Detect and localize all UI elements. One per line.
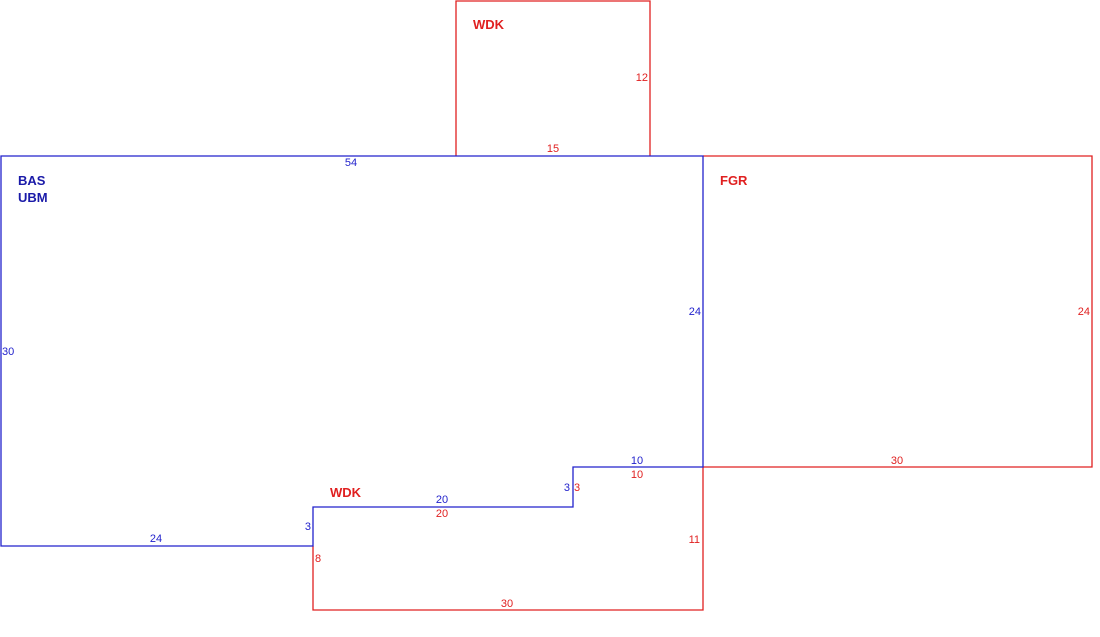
dim-wdk-bottom-bottom: 30 (501, 598, 513, 610)
dim-wdk-bottom-right: 11 (689, 534, 700, 546)
dim-bas-top: 54 (345, 157, 357, 169)
dim-bas-step-lower: 3 (305, 521, 311, 533)
dim-bas-left: 30 (2, 346, 14, 358)
bas-outline (0, 155, 704, 547)
wdk-top-outline (455, 0, 651, 156)
dim-fgr-right: 24 (1078, 306, 1090, 318)
dim-bas-step-middle: 20 (436, 494, 448, 506)
dim-wdk-top-bottom: 15 (547, 143, 559, 155)
bas-label: BAS (18, 173, 46, 188)
dim-bas-right: 24 (689, 306, 701, 318)
wdk-top-label: WDK (473, 17, 505, 32)
fgr-label: FGR (720, 173, 748, 188)
dim-wdk-bottom-left: 8 (315, 553, 321, 565)
area-bas[interactable]: BAS UBM 54 30 24 24 3 20 3 10 (0, 155, 704, 547)
dim-fgr-bottom: 30 (891, 455, 903, 467)
ubm-label: UBM (18, 190, 48, 205)
wdk-bottom-label: WDK (330, 485, 362, 500)
fgr-outline (703, 155, 1093, 468)
dim-wdk-bottom-step-upper: 10 (631, 469, 643, 481)
wdk-bottom-outline (312, 467, 704, 611)
dim-wdk-bottom-step-riser: 3 (574, 482, 580, 494)
area-wdk-bottom[interactable]: WDK 20 3 10 11 30 8 (312, 467, 704, 611)
dim-bas-step-riser: 3 (564, 482, 570, 494)
area-wdk-top[interactable]: WDK 15 12 (455, 0, 651, 156)
dim-wdk-top-right: 12 (636, 72, 648, 84)
dim-wdk-bottom-step-top: 20 (436, 508, 448, 520)
dim-bas-bottom: 24 (150, 533, 162, 545)
dim-bas-step-upper: 10 (631, 455, 643, 467)
area-fgr[interactable]: FGR 24 30 (703, 155, 1093, 468)
